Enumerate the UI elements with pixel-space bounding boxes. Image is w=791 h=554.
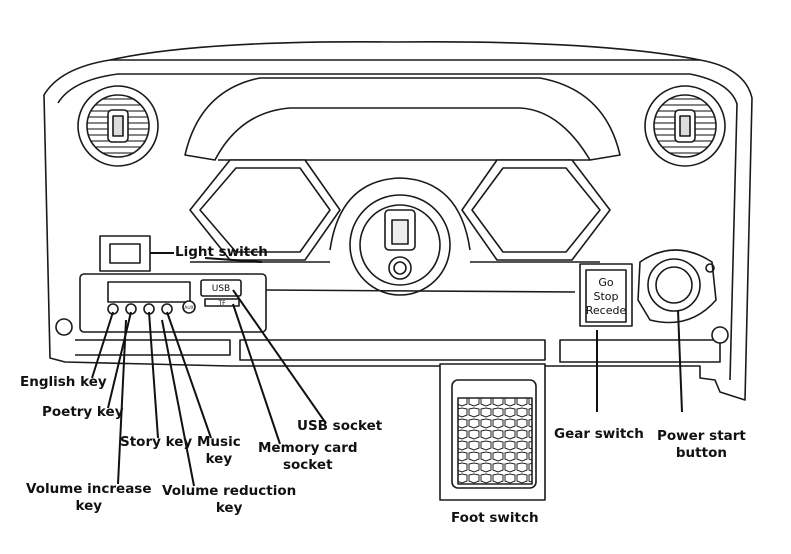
gear-switch-label: Gear switch <box>554 426 644 442</box>
light-switch-label: Light switch <box>175 244 268 260</box>
gear-recede-text: Recede <box>586 304 627 317</box>
power-start-button[interactable] <box>637 249 717 324</box>
memory-card-socket[interactable] <box>204 298 240 307</box>
usb-text: USB <box>212 284 230 294</box>
panel-keys[interactable] <box>107 300 196 315</box>
story-key-label: Story key <box>120 434 193 450</box>
right-air-vent <box>644 85 726 167</box>
aux-key-button <box>182 300 196 314</box>
light-switch[interactable] <box>99 235 151 272</box>
poetry-key-label: Poetry key <box>42 404 124 420</box>
gear-stop-text: Stop <box>593 290 618 303</box>
gear-go-text: Go <box>598 276 614 289</box>
english-key-label: English key <box>20 374 107 390</box>
gear-switch[interactable] <box>579 263 633 327</box>
power-start-button-label: Power start button <box>657 428 746 461</box>
memory-card-socket-label: Memory card socket <box>258 440 358 473</box>
right-gauge-well <box>461 159 611 261</box>
usb-socket-label: USB socket <box>297 418 383 434</box>
volume-increase-key-label: Volume increase key <box>26 481 152 514</box>
music-key-label: Music key <box>197 434 241 467</box>
volume-reduction-key-label: Volume reduction key <box>162 483 297 516</box>
aux-text: AUX <box>184 305 193 311</box>
left-gauge-well <box>189 159 341 261</box>
foot-switch-label: Foot switch <box>451 510 539 526</box>
foot-switch[interactable] <box>439 363 546 501</box>
usb-socket[interactable] <box>200 279 242 297</box>
tf-text: TF <box>217 300 226 307</box>
leader-lines <box>91 252 683 487</box>
left-air-vent <box>77 85 159 167</box>
steering-hub <box>329 177 471 296</box>
